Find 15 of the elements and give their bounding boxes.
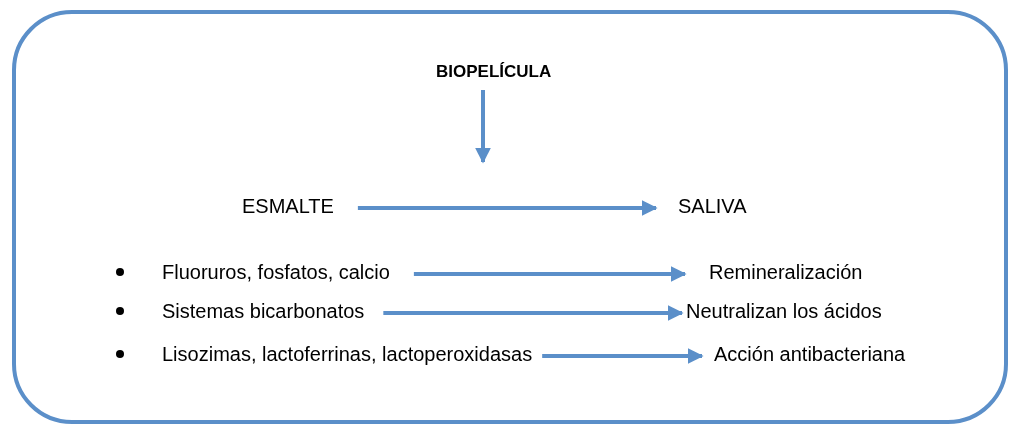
- text-label: ESMALTE: [242, 194, 334, 218]
- text-label: Lisozimas, lactoferrinas, lactoperoxidasas: [162, 342, 533, 366]
- text-label: Neutralizan los ácidos: [686, 299, 882, 323]
- frame-box: [12, 10, 1008, 424]
- arrow: [413, 266, 687, 282]
- text-label: Fluoruros, fosfatos, calcio: [162, 260, 390, 284]
- arrow: [475, 90, 491, 164]
- text-label: Acción antibacteriana: [714, 342, 906, 366]
- heading-label: BIOPELÍCULA: [436, 60, 552, 84]
- text-label: Remineralización: [709, 260, 863, 284]
- arrow: [357, 200, 658, 216]
- text-label: SALIVA: [678, 194, 747, 218]
- text-label: Sistemas bicarbonatos: [162, 299, 365, 323]
- arrow: [542, 348, 704, 364]
- arrow: [383, 305, 684, 321]
